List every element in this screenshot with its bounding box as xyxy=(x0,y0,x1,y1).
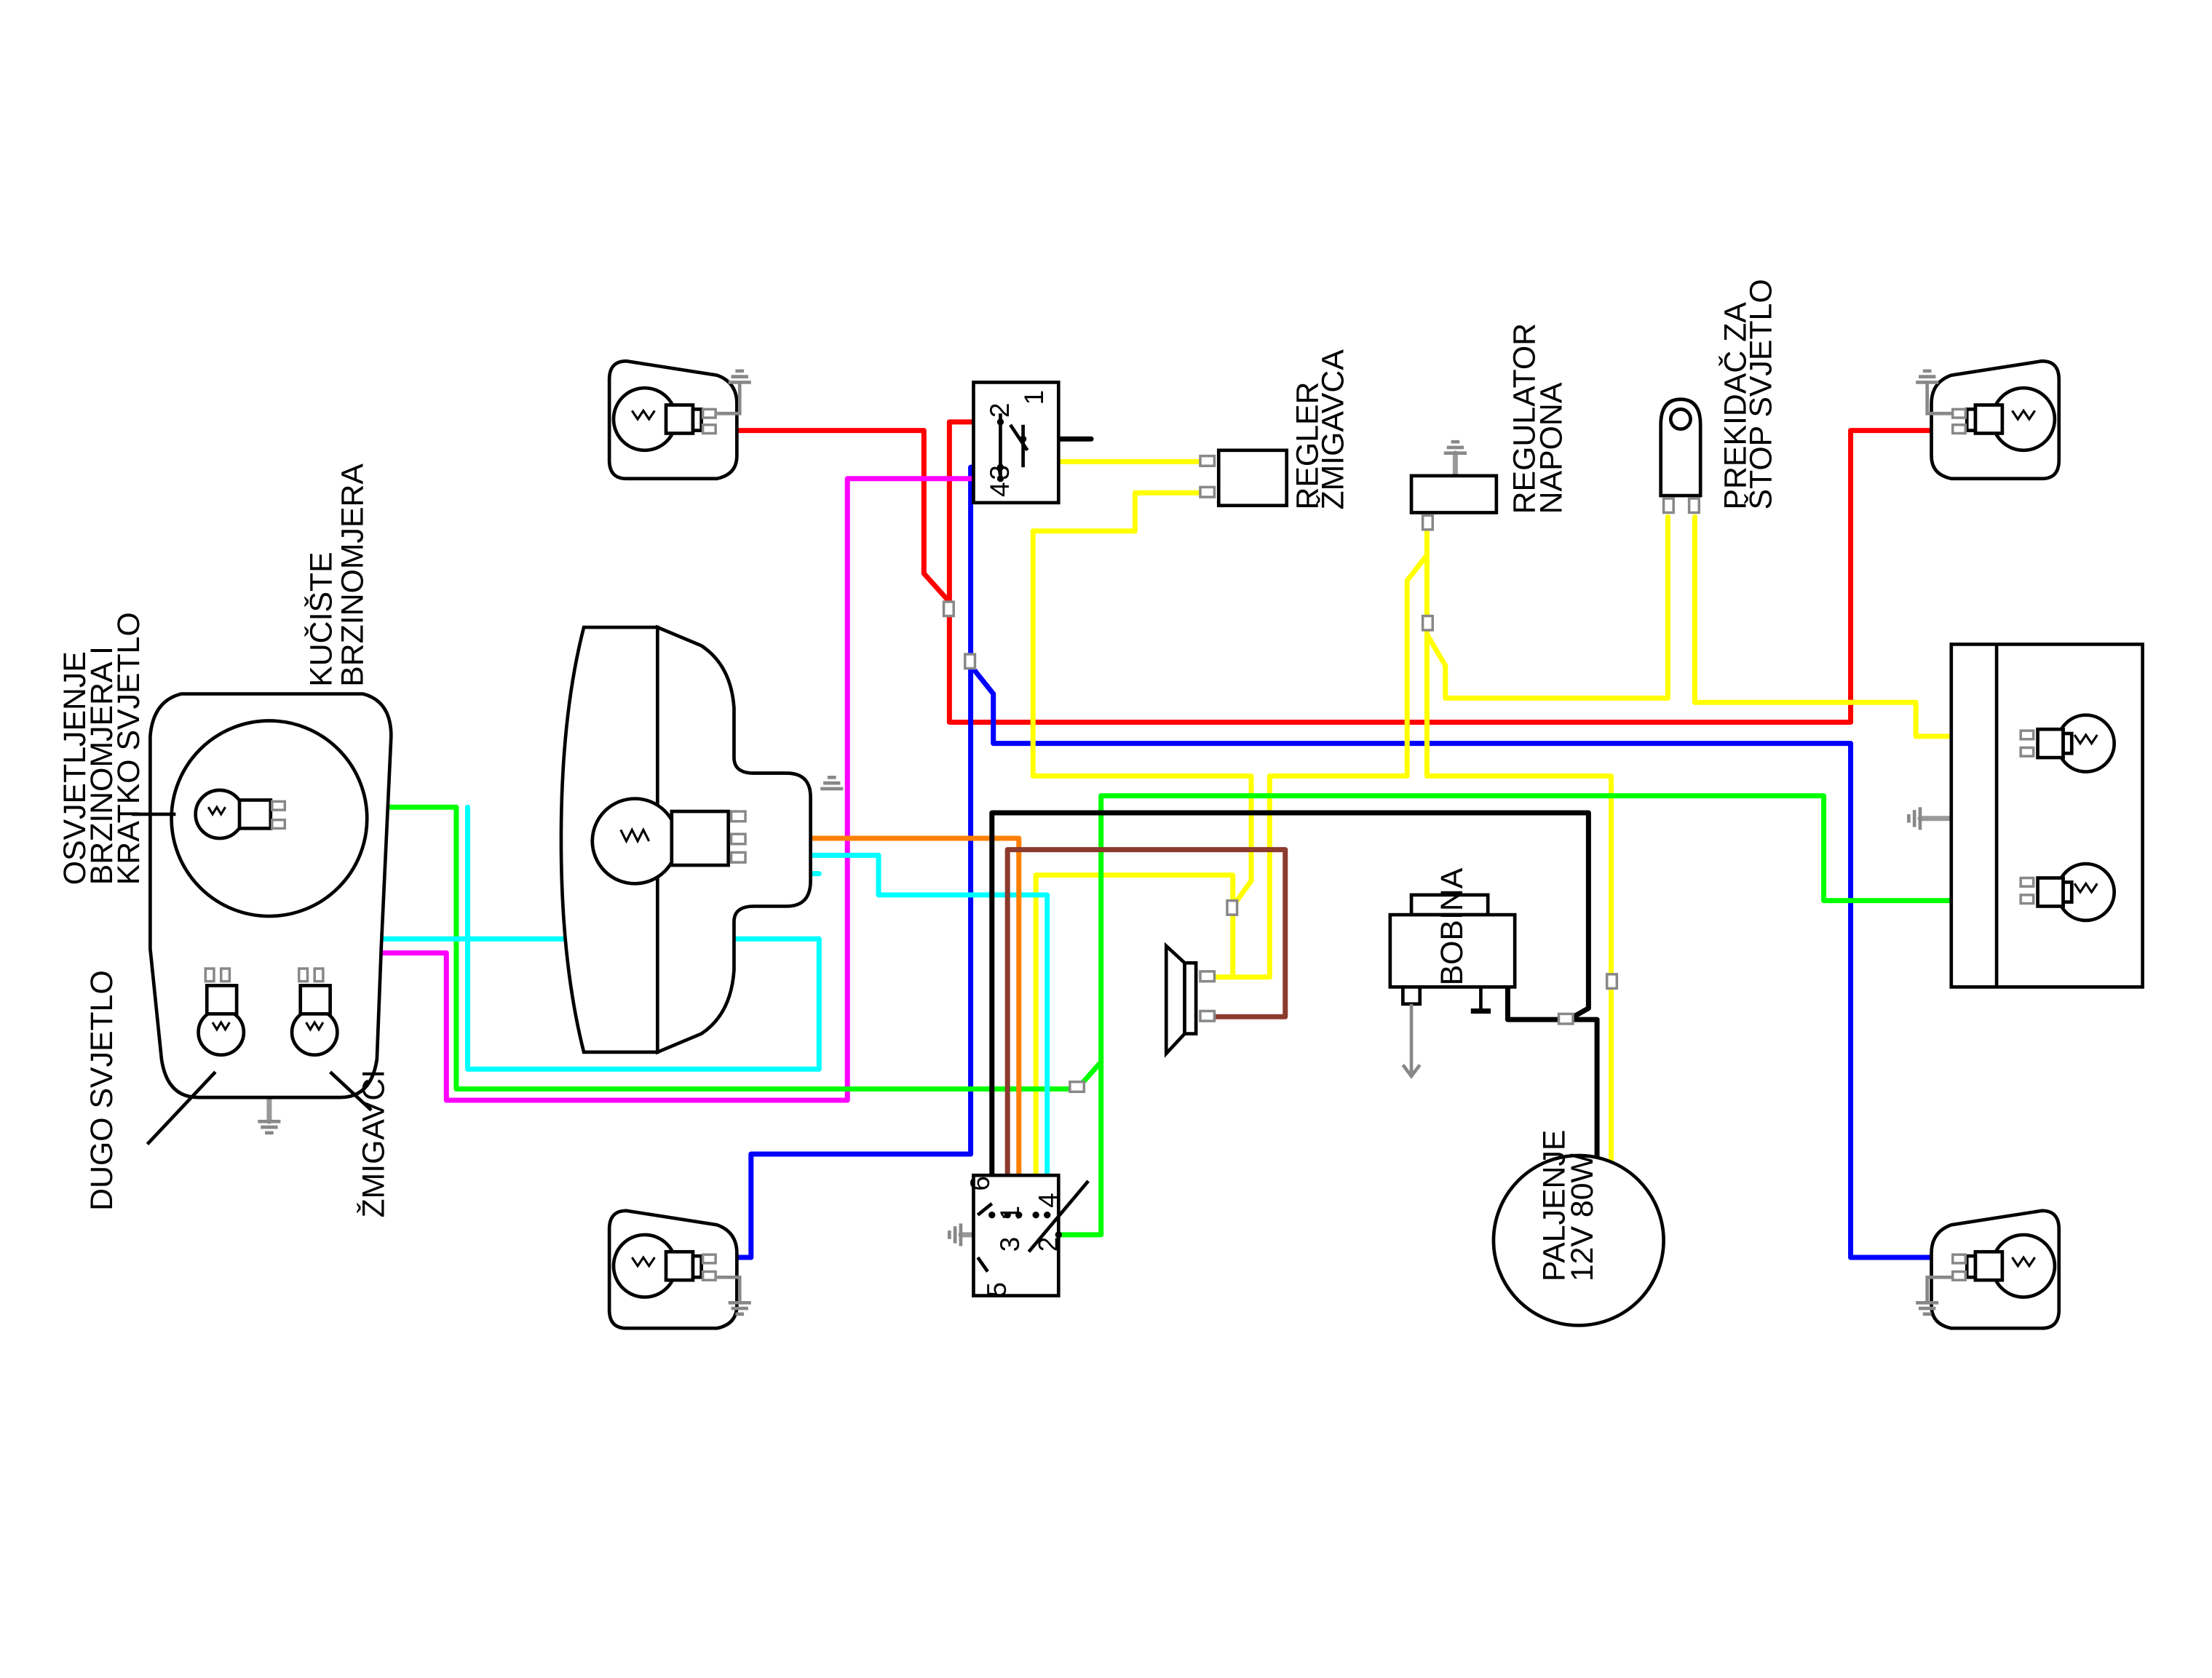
wire-yellow-brake xyxy=(1424,514,1670,701)
wire-cyan-headlight xyxy=(737,852,1050,1218)
label-ignition-coil: BOBINA xyxy=(1435,867,1470,985)
wire-orange xyxy=(737,835,1022,1218)
wire-blue-rear-right xyxy=(968,663,1965,1260)
wire-black xyxy=(989,810,1591,1218)
svg-text:KUČIŠTE: KUČIŠTE xyxy=(304,552,339,687)
label-brake-switch: PREKIDAČ ZA ŠTOP SVJETLO xyxy=(1718,279,1778,509)
label-speedometer-light: OSVJETLJENJE BRZINOMJERA I KRATKO SVJETL… xyxy=(58,612,146,885)
label-speedometer-housing: KUČIŠTE BRZINOMJERA xyxy=(304,464,370,687)
indicator-switch xyxy=(972,381,1061,505)
wire-layer xyxy=(210,419,2022,1260)
indicator-switch-pin: 2 xyxy=(985,403,1015,418)
svg-text:12V 80W: 12V 80W xyxy=(1565,1153,1600,1281)
wire-black-generator xyxy=(1566,1017,1600,1164)
indicator-front-left-top xyxy=(607,359,739,481)
svg-text:KRATKO SVJETLO: KRATKO SVJETLO xyxy=(111,612,146,885)
label-indicators: ŽMIGAVCI xyxy=(357,1070,392,1218)
label-flasher-relay: REGLER ŽMIGAVCA xyxy=(1291,349,1351,510)
leader-line xyxy=(329,1070,373,1112)
wire-connectors xyxy=(942,600,1619,1094)
speedometer-bulb xyxy=(194,788,287,840)
ground-icon xyxy=(1916,369,1953,415)
wire-brown xyxy=(1004,847,1288,1218)
ground-icon xyxy=(1443,440,1467,456)
svg-text:OSVJETLJENJE: OSVJETLJENJE xyxy=(58,651,92,885)
light-switch-pin: 6 xyxy=(965,1176,995,1191)
wire-green xyxy=(283,793,2022,1092)
svg-text:ŽMIGAVCA: ŽMIGAVCA xyxy=(1316,349,1351,510)
light-switch xyxy=(972,1173,1090,1297)
wire-green-switch xyxy=(1055,1059,1104,1238)
flasher-relay xyxy=(1199,448,1289,508)
ground-icon xyxy=(820,776,844,791)
voltage-regulator xyxy=(1409,474,1499,531)
indicator-rear-right-bottom xyxy=(1930,1209,2061,1330)
speedometer-housing xyxy=(148,692,393,1100)
indicator-front-left-bottom xyxy=(607,1209,739,1330)
indicator-rear-right-top xyxy=(1930,359,2061,481)
horn xyxy=(1164,942,1216,1058)
indicator-switch-pin: 1 xyxy=(1019,390,1049,405)
generator xyxy=(1491,1153,1665,1327)
wire-yellow-relay-horn xyxy=(1030,490,1254,980)
light-switch-pin: 2 xyxy=(1033,1237,1063,1252)
indicator-warning-bulb xyxy=(290,967,339,1057)
svg-text:PREKIDAČ ZA: PREKIDAČ ZA xyxy=(1718,302,1753,510)
svg-text:REGLER: REGLER xyxy=(1291,382,1325,510)
rear-light xyxy=(1949,643,2144,989)
high-beam-bulb xyxy=(197,967,246,1057)
wire-yellow-generator xyxy=(1424,632,1614,1171)
ground-icon xyxy=(1907,807,1922,830)
ground-icon xyxy=(717,1275,751,1316)
brake-light-switch xyxy=(1659,397,1702,514)
svg-text:REGULATOR: REGULATOR xyxy=(1507,323,1542,514)
headlight xyxy=(559,624,812,1055)
wire-yellow-switch xyxy=(1033,872,1236,1218)
ignition-coil xyxy=(1388,893,1517,1079)
label-high-beam: DUGO SVJETLO xyxy=(84,970,119,1211)
light-switch-pin: 1 xyxy=(995,1206,1025,1221)
svg-text:ŠTOP SVJETLO: ŠTOP SVJETLO xyxy=(1744,279,1779,509)
light-switch-pin: 4 xyxy=(1033,1193,1063,1208)
label-generator: PALJENJE 12V 80W xyxy=(1537,1130,1600,1282)
wire-red xyxy=(714,428,1965,725)
light-switch-pin: 3 xyxy=(995,1237,1025,1252)
leader-line xyxy=(146,1070,217,1145)
svg-text:PALJENJE: PALJENJE xyxy=(1537,1130,1571,1282)
svg-text:NAPONA: NAPONA xyxy=(1534,382,1569,514)
label-voltage-regulator: REGULATOR NAPONA xyxy=(1507,323,1569,514)
indicator-switch-pin: 4 xyxy=(985,482,1015,497)
svg-text:BRZINOMJERA: BRZINOMJERA xyxy=(335,464,370,687)
indicator-switch-pin: 3 xyxy=(985,465,1015,480)
ground-icon xyxy=(258,1119,281,1135)
svg-text:BRZINOMJERA I: BRZINOMJERA I xyxy=(84,646,119,885)
light-switch-pin: 5 xyxy=(982,1282,1012,1297)
ground-icon xyxy=(717,369,751,415)
ground-icon xyxy=(948,1223,963,1246)
wire-yellow-regulator xyxy=(1211,528,1430,980)
ground-icon xyxy=(1916,1275,1953,1316)
